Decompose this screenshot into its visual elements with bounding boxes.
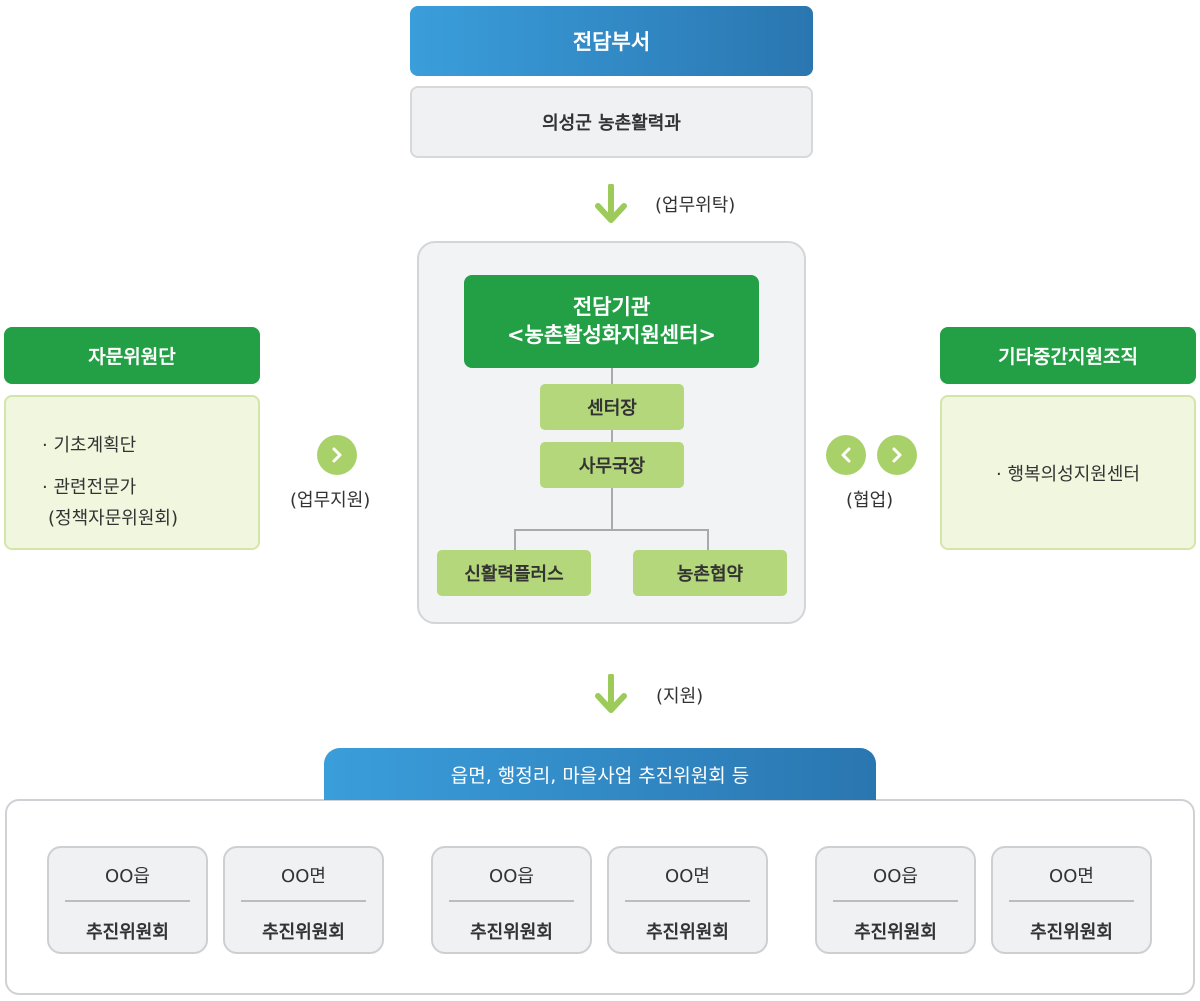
connector-line: [514, 529, 516, 551]
committee-name: 추진위원회: [262, 922, 345, 943]
rural-agreement-box: 농촌협약: [633, 550, 787, 596]
committee-card: OO읍 추진위원회: [431, 846, 592, 954]
card-divider: [625, 900, 750, 902]
advisory-item: (정책자문위원회): [48, 508, 178, 529]
committee-region: OO면: [281, 866, 326, 887]
connector-line: [707, 529, 709, 551]
card-divider: [449, 900, 574, 902]
delegation-label: (업무위탁): [655, 195, 736, 216]
committee-name: 추진위원회: [646, 922, 729, 943]
advisory-body: · 기초계획단 · 관련전문가 (정책자문위원회): [4, 395, 260, 550]
department-box: 의성군 농촌활력과: [410, 86, 813, 158]
other-org-header-label: 기타중간지원조직: [998, 346, 1138, 368]
other-org-body: · 행복의성지원센터: [940, 395, 1196, 550]
committee-card: OO면 추진위원회: [991, 846, 1152, 954]
cooperation-label: (협업): [846, 490, 894, 511]
card-divider: [241, 900, 366, 902]
agency-title: 전담기관: [572, 295, 651, 320]
advisory-header: 자문위원단: [4, 327, 260, 384]
arrow-down-icon: [595, 184, 627, 223]
card-divider: [1009, 900, 1134, 902]
card-divider: [65, 900, 190, 902]
committee-card: OO면 추진위원회: [607, 846, 768, 954]
committee-region: OO읍: [489, 866, 534, 887]
committees-tab: 읍면, 행정리, 마을사업 추진위원회 등: [324, 748, 876, 800]
support-label: (지원): [656, 686, 704, 707]
new-vitality-box: 신활력플러스: [437, 550, 591, 596]
director-box: 센터장: [540, 384, 684, 430]
committee-name: 추진위원회: [86, 922, 169, 943]
advisory-header-label: 자문위원단: [88, 346, 176, 368]
director-label: 센터장: [587, 398, 637, 419]
other-org-header: 기타중간지원조직: [940, 327, 1196, 384]
chevron-right-icon: [317, 435, 357, 475]
rural-agreement-label: 농촌협약: [676, 564, 744, 585]
committee-name: 추진위원회: [470, 922, 553, 943]
chevron-left-icon: [826, 435, 866, 475]
committee-region: OO읍: [105, 866, 150, 887]
committee-region: OO면: [1049, 866, 1094, 887]
new-vitality-label: 신활력플러스: [464, 564, 564, 585]
agency-header: 전담기관 <농촌활성화지원센터>: [464, 275, 759, 368]
agency-subtitle: <농촌활성화지원센터>: [506, 322, 717, 347]
advisory-item: · 기초계획단: [42, 435, 137, 456]
arrow-down-icon: [595, 674, 627, 713]
chevron-right-icon: [877, 435, 917, 475]
work-support-label: (업무지원): [290, 490, 371, 511]
committee-name: 추진위원회: [854, 922, 937, 943]
secretary-label: 사무국장: [578, 456, 646, 477]
committee-name: 추진위원회: [1030, 922, 1113, 943]
secretary-box: 사무국장: [540, 442, 684, 488]
committee-region: OO읍: [873, 866, 918, 887]
department-name: 의성군 농촌활력과: [542, 113, 681, 134]
other-org-item: · 행복의성지원센터: [996, 463, 1140, 485]
committee-region: OO면: [665, 866, 710, 887]
committee-card: OO읍 추진위원회: [815, 846, 976, 954]
advisory-item: · 관련전문가: [42, 477, 137, 498]
card-divider: [833, 900, 958, 902]
committee-card: OO읍 추진위원회: [47, 846, 208, 954]
connector-line: [514, 529, 709, 531]
department-header-label: 전담부서: [572, 30, 651, 54]
department-header: 전담부서: [410, 6, 813, 76]
committees-tab-label: 읍면, 행정리, 마을사업 추진위원회 등: [450, 764, 750, 787]
committee-card: OO면 추진위원회: [223, 846, 384, 954]
